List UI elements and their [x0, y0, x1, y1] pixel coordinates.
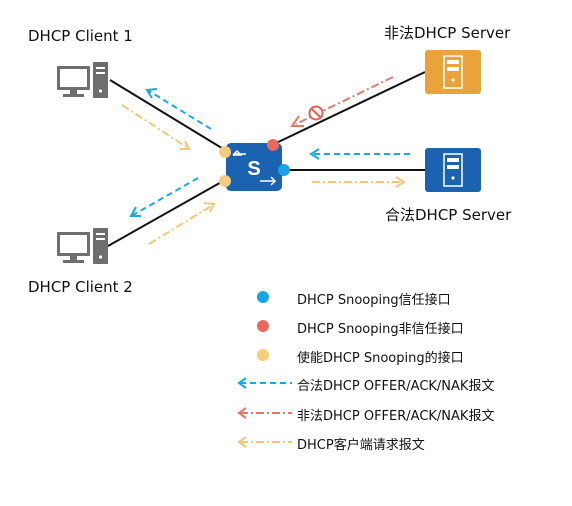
switch-port-illegal-untrusted [267, 139, 279, 151]
legend-illegal-arrow [237, 407, 292, 419]
legend-untrusted-dot [257, 320, 269, 332]
legal-offer-arrow-from-server [309, 148, 410, 160]
illegal-server-label: 非法DHCP Server [384, 24, 511, 42]
client2-request-arrow [148, 202, 216, 245]
legend-enabled-dot [257, 349, 269, 361]
switch-port-client1-enabled [219, 146, 231, 158]
block-icon [308, 105, 324, 121]
legend-client-arrow [237, 436, 292, 448]
legal-offer-arrow-to-client1 [145, 88, 212, 130]
client2-label: DHCP Client 2 [28, 278, 133, 296]
switch-port-client2-enabled [219, 175, 231, 187]
legend-legal-label: 合法DHCP OFFER/ACK/NAK报文 [297, 379, 495, 394]
legend-illegal-label: 非法DHCP OFFER/ACK/NAK报文 [297, 409, 495, 424]
client1-request-arrow [121, 104, 191, 150]
link-illegal-server-switch [271, 71, 426, 146]
pc-icon [57, 228, 108, 264]
client1-label: DHCP Client 1 [28, 27, 133, 45]
switch-port-legal-trusted [278, 164, 290, 176]
legend-trusted-label: DHCP Snooping信任接口 [297, 293, 451, 308]
legend-legal-arrow [237, 377, 292, 389]
legend-trusted-dot [257, 291, 269, 303]
link-client1-switch [109, 79, 226, 151]
server-icon [425, 148, 481, 192]
legend-client-label: DHCP客户端请求报文 [297, 438, 425, 453]
legal-offer-arrow-to-client2 [129, 177, 199, 217]
server-request-arrow [312, 176, 406, 188]
link-client2-switch [107, 179, 226, 247]
legend-enabled-label: 使能DHCP Snooping的接口 [297, 351, 464, 366]
legal-server-label: 合法DHCP Server [385, 206, 512, 224]
illegal-offer-arrow [290, 76, 394, 127]
pc-icon [57, 62, 108, 98]
switch-glyph: S [247, 158, 260, 180]
server-icon [425, 50, 481, 94]
switch-icon: S [226, 143, 282, 191]
legend-untrusted-label: DHCP Snooping非信任接口 [297, 322, 464, 337]
